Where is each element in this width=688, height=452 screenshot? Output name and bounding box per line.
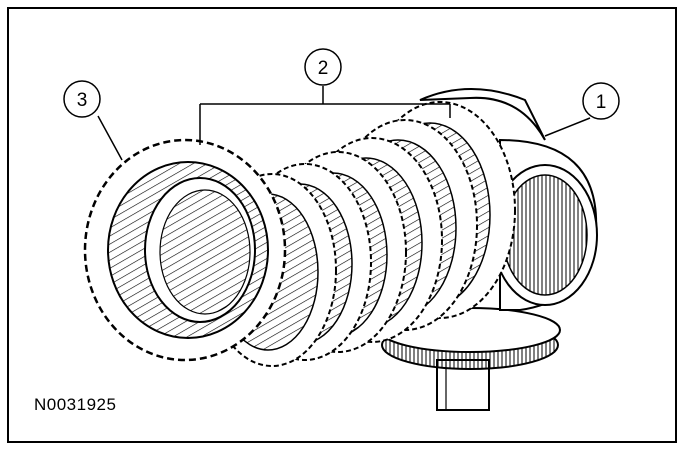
clutch-drum: [419, 88, 598, 311]
clutch-plate-stack: [207, 101, 516, 367]
callout-1-leader: [544, 117, 591, 137]
callout-3: 3: [63, 80, 101, 118]
callout-2-label: 2: [318, 58, 329, 79]
figure-id: N0031925: [34, 395, 117, 414]
callout-2-bracket: [199, 86, 451, 145]
callout-2: 2: [304, 48, 342, 86]
callout-3-label: 3: [77, 90, 88, 111]
callout-1: 1: [582, 82, 620, 120]
callout-3-leader: [97, 115, 123, 161]
callout-1-label: 1: [596, 92, 607, 113]
front-clutch-plate: [83, 138, 287, 362]
